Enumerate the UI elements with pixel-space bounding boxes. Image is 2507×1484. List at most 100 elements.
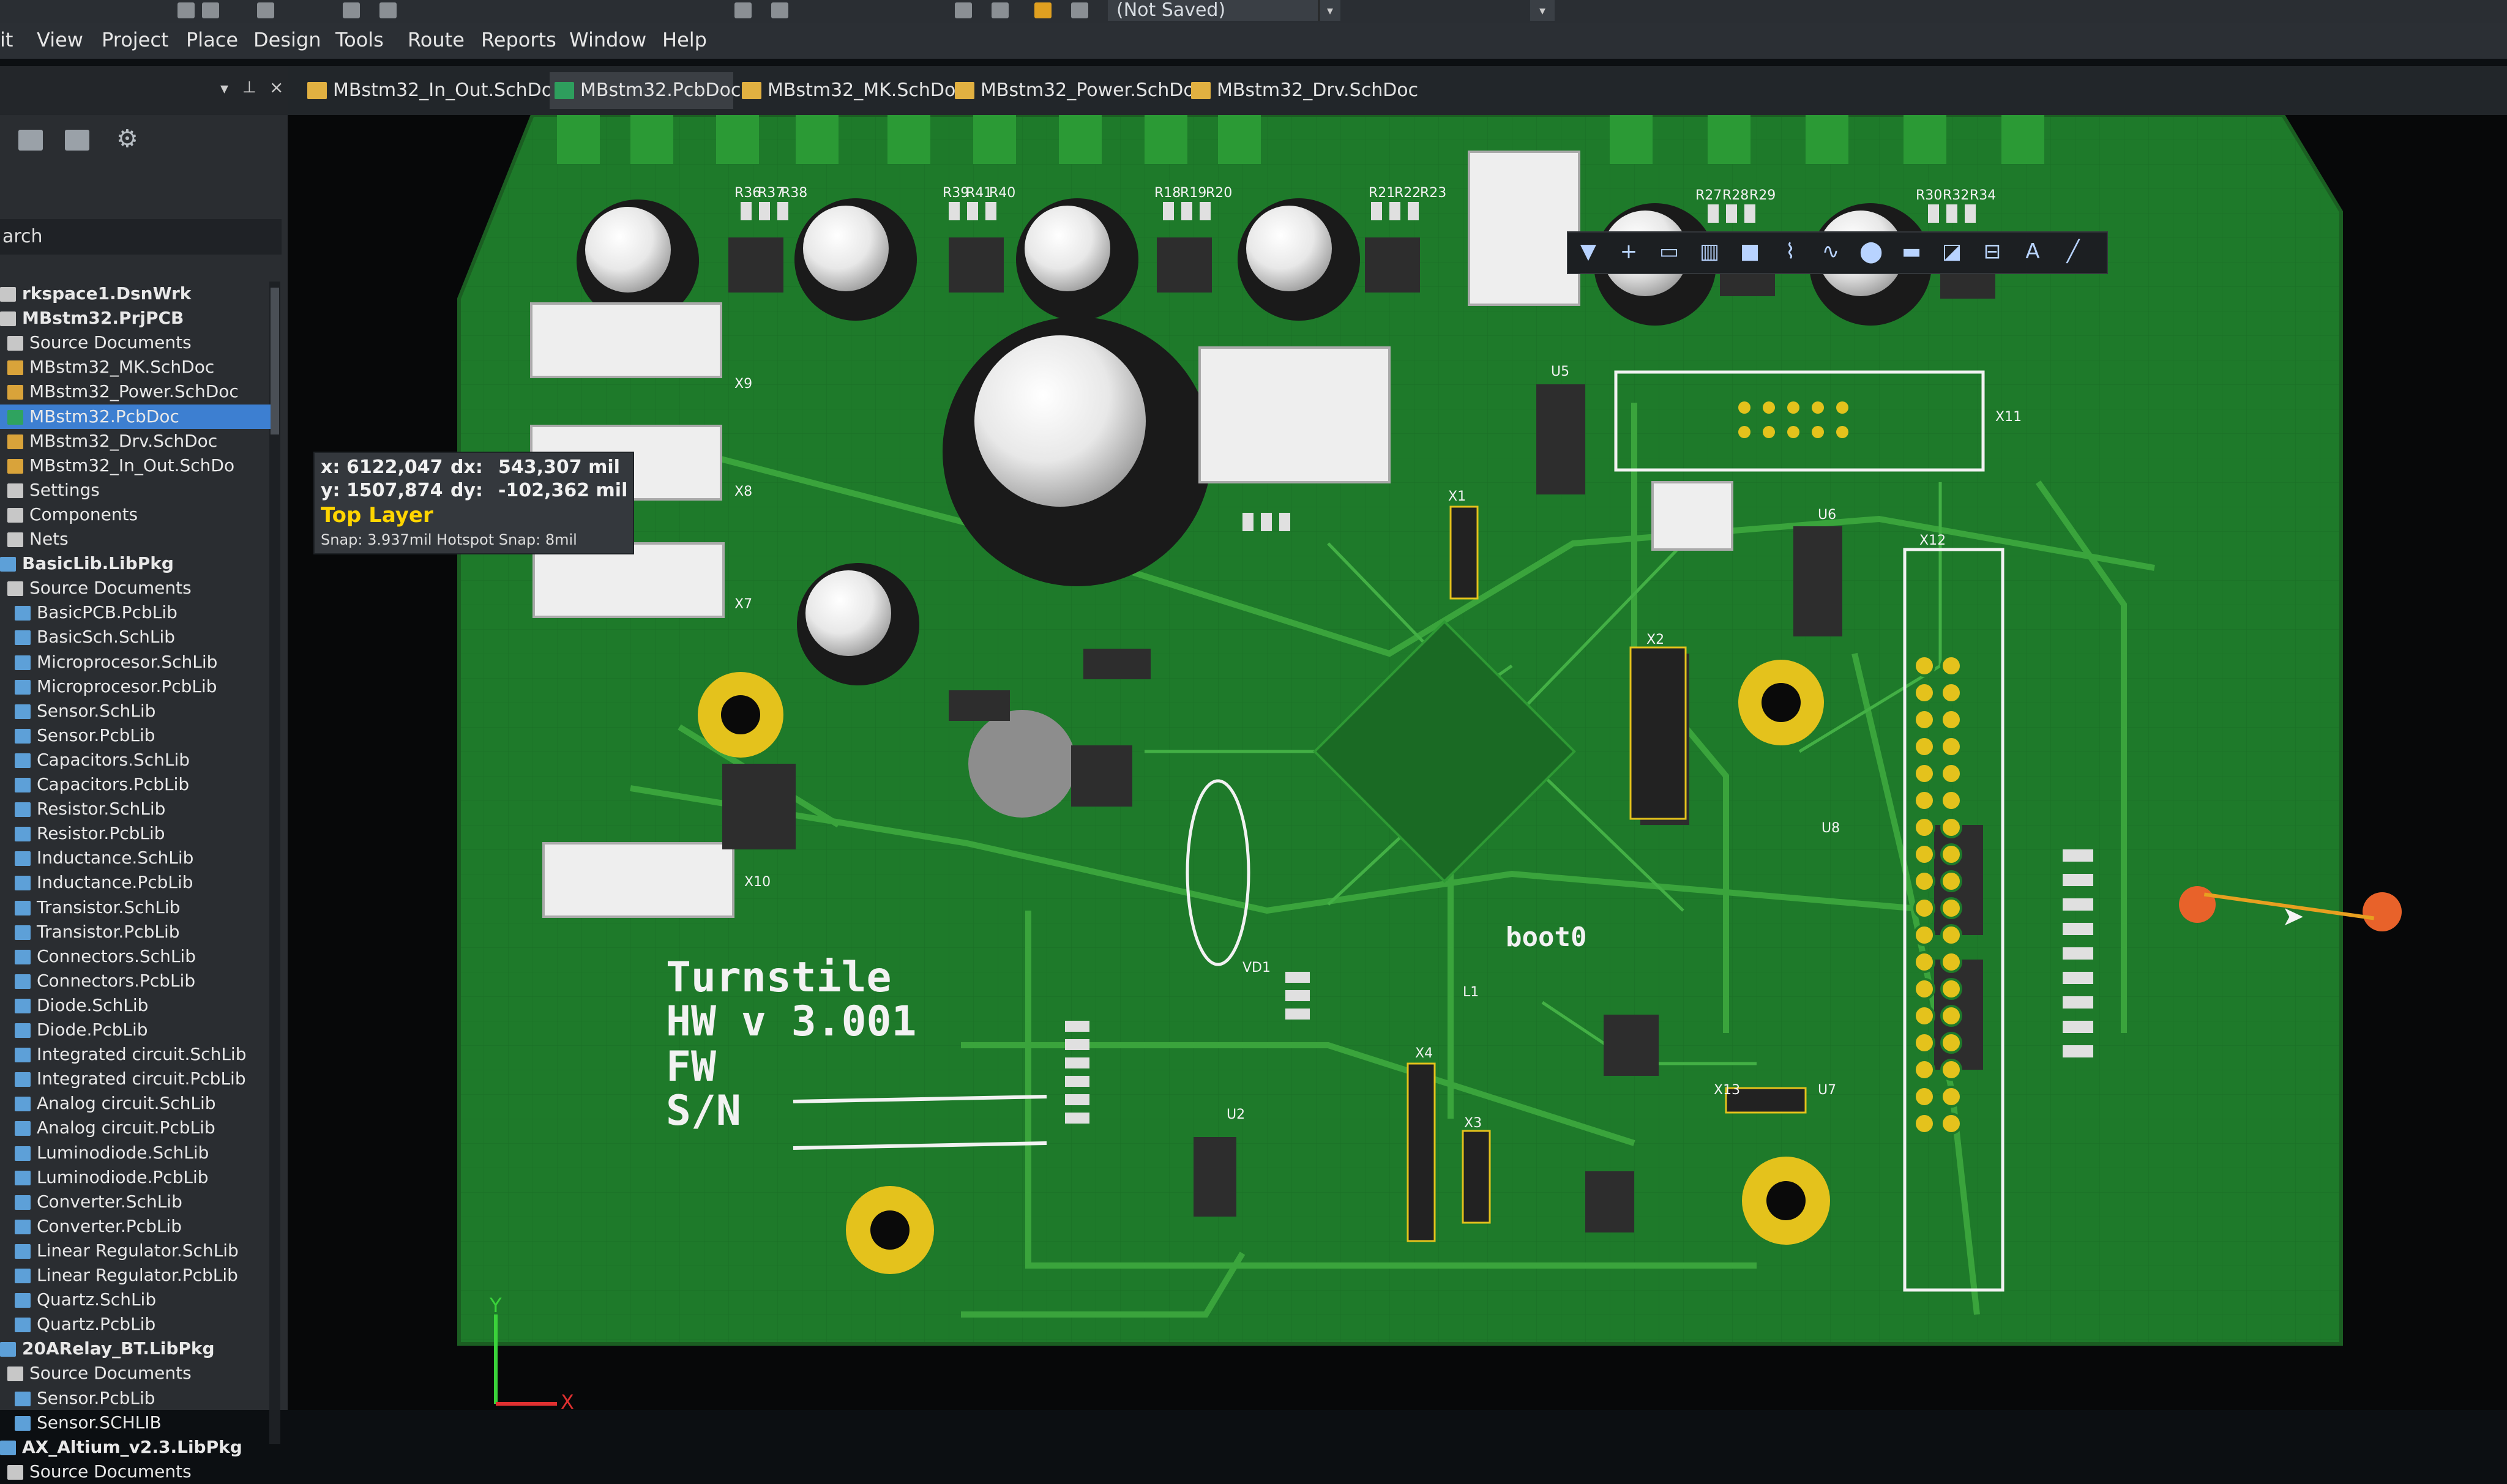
tree-item[interactable]: Linear Regulator.SchLib (0, 1239, 278, 1263)
tree-item[interactable]: 20ARelay_BT.LibPkg (0, 1337, 263, 1361)
tree-item[interactable]: BasicSch.SchLib (0, 625, 278, 649)
menu-reports[interactable]: Reports (481, 28, 556, 51)
tab-mbstm32-in-out[interactable]: MBstm32_In_Out.SchDoc (302, 72, 563, 109)
tree-item[interactable]: Source Documents (0, 1361, 271, 1385)
fill-icon[interactable]: ■ (1739, 239, 1760, 264)
dimension-icon[interactable]: ⊟ (1983, 239, 2001, 264)
tree-item[interactable]: Transistor.PcbLib (0, 920, 278, 944)
tree-item[interactable]: Inductance.SchLib (0, 846, 278, 870)
tree-item[interactable]: Diode.SchLib (0, 993, 278, 1018)
text-icon[interactable]: A (2025, 239, 2040, 264)
tree-item[interactable]: AX_Altium_v2.3.LibPkg (0, 1435, 263, 1460)
gear-icon[interactable]: ⚙ (116, 125, 138, 153)
pin-icon[interactable]: ⬤ (1859, 239, 1883, 264)
panel-scrollbar[interactable] (269, 282, 280, 1444)
close-icon[interactable]: × (269, 77, 284, 97)
save-icon[interactable] (257, 2, 274, 18)
mcu-footprint[interactable] (1313, 620, 1576, 883)
tree-item[interactable]: Microprocesor.PcbLib (0, 674, 278, 699)
menu-tools[interactable]: Tools (335, 28, 384, 51)
zoom-icon[interactable] (379, 2, 397, 18)
run-icon[interactable] (1034, 2, 1052, 18)
line-icon[interactable]: ╱ (2066, 239, 2080, 264)
project-folder-icon[interactable] (65, 130, 89, 151)
tab-mbstm32-drv[interactable]: MBstm32_Drv.SchDoc (1186, 72, 1418, 109)
tree-item[interactable]: Resistor.PcbLib (0, 821, 278, 846)
search-input[interactable]: arch (0, 219, 282, 255)
redo-icon[interactable] (992, 2, 1009, 18)
print-icon[interactable] (343, 2, 360, 18)
tree-item[interactable]: rkspace1.DsnWrk (0, 282, 263, 306)
route-icon[interactable]: ⌇ (1785, 239, 1796, 264)
undo-icon[interactable] (955, 2, 972, 18)
tree-item[interactable]: BasicPCB.PcbLib (0, 600, 278, 625)
tree-item[interactable]: MBstm32_Drv.SchDoc (0, 429, 271, 453)
tree-item[interactable]: Linear Regulator.PcbLib (0, 1263, 278, 1288)
menu-project[interactable]: Project (102, 28, 169, 51)
tree-item[interactable]: Sensor.SCHLIB (0, 1411, 278, 1435)
multi-route-icon[interactable]: ∿ (1821, 239, 1840, 264)
tree-item[interactable]: Converter.SchLib (0, 1190, 278, 1214)
menu-help[interactable]: Help (662, 28, 707, 51)
tree-item[interactable]: Components (0, 502, 271, 527)
component-icon[interactable] (1071, 2, 1088, 18)
menu-view[interactable]: View (37, 28, 83, 51)
tree-item[interactable]: Sensor.SchLib (0, 699, 278, 723)
variant-select[interactable]: (Not Saved) ▾ (1108, 0, 1340, 21)
component-icon[interactable]: ▬ (1901, 239, 1922, 264)
tree-item[interactable]: MBstm32_Power.SchDoc (0, 379, 271, 404)
tree-item[interactable]: Integrated circuit.SchLib (0, 1042, 278, 1067)
menu-edit[interactable]: it (0, 28, 13, 51)
tree-item[interactable]: Sensor.PcbLib (0, 723, 278, 748)
tree-item[interactable]: Capacitors.PcbLib (0, 772, 278, 797)
tree-item[interactable]: MBstm32.PrjPCB (0, 306, 263, 330)
pcb-board-view[interactable]: Turnstile HW v 3.001 FW S/N boot0 R36R37… (288, 113, 2507, 1410)
tree-item[interactable]: Settings (0, 478, 271, 502)
tree-item[interactable]: MBstm32_In_Out.SchDo (0, 453, 271, 478)
open-folder-icon[interactable] (18, 130, 43, 151)
tree-item[interactable]: Inductance.PcbLib (0, 870, 278, 895)
tree-item[interactable]: Connectors.SchLib (0, 944, 278, 969)
tree-item[interactable]: Capacitors.SchLib (0, 748, 278, 772)
chevron-down-icon[interactable]: ▾ (1318, 0, 1340, 21)
tree-item[interactable]: Microprocesor.SchLib (0, 650, 278, 674)
select-rect-icon[interactable]: ▭ (1659, 239, 1679, 264)
filter-icon[interactable]: ▼ (1580, 239, 1597, 264)
tab-mbstm32-pcbdoc[interactable]: MBstm32.PcbDoc (550, 72, 741, 109)
menu-window[interactable]: Window (569, 28, 647, 51)
tree-item[interactable]: Quartz.PcbLib (0, 1312, 278, 1337)
tree-item[interactable]: Connectors.PcbLib (0, 969, 278, 993)
tree-item[interactable]: Diode.PcbLib (0, 1018, 278, 1042)
tree-item[interactable]: Source Documents (0, 576, 271, 600)
new-icon[interactable] (177, 2, 195, 18)
tree-item[interactable]: Integrated circuit.PcbLib (0, 1067, 278, 1091)
tree-item[interactable]: Sensor.PcbLib (0, 1386, 278, 1411)
tree-item[interactable]: Source Documents (0, 330, 271, 355)
tree-item[interactable]: Quartz.SchLib (0, 1288, 278, 1312)
menu-design[interactable]: Design (253, 28, 321, 51)
menu-place[interactable]: Place (186, 28, 239, 51)
tree-item[interactable]: Transistor.SchLib (0, 895, 278, 920)
pin-icon[interactable]: ⊥ (242, 78, 256, 97)
open-icon[interactable] (202, 2, 219, 18)
polygon-icon[interactable]: ◪ (1941, 239, 1962, 264)
tree-item[interactable]: Converter.PcbLib (0, 1214, 278, 1239)
panel-menu-icon[interactable]: ▾ (220, 80, 229, 98)
tree-item[interactable]: BasicLib.LibPkg (0, 551, 263, 576)
tree-item[interactable]: MBstm32.PcbDoc (0, 404, 271, 429)
chevron-down-icon[interactable]: ▾ (1530, 0, 1555, 21)
tree-item[interactable]: Source Documents (0, 1460, 271, 1484)
tree-item[interactable]: Nets (0, 527, 271, 551)
tab-mbstm32-power[interactable]: MBstm32_Power.SchDoc (950, 72, 1205, 109)
chart-icon[interactable]: ▥ (1699, 239, 1720, 264)
tree-item[interactable]: Analog circuit.PcbLib (0, 1116, 278, 1140)
tree-item[interactable]: Resistor.SchLib (0, 797, 278, 821)
tree-item[interactable]: Luminodiode.PcbLib (0, 1165, 278, 1190)
menu-route[interactable]: Route (408, 28, 465, 51)
scrollbar-thumb[interactable] (271, 288, 279, 434)
tree-item[interactable]: MBstm32_MK.SchDoc (0, 355, 271, 379)
tree-item[interactable]: Analog circuit.SchLib (0, 1091, 278, 1116)
tab-mbstm32-mk[interactable]: MBstm32_MK.SchDoc (737, 72, 966, 109)
add-icon[interactable]: + (1620, 239, 1638, 264)
